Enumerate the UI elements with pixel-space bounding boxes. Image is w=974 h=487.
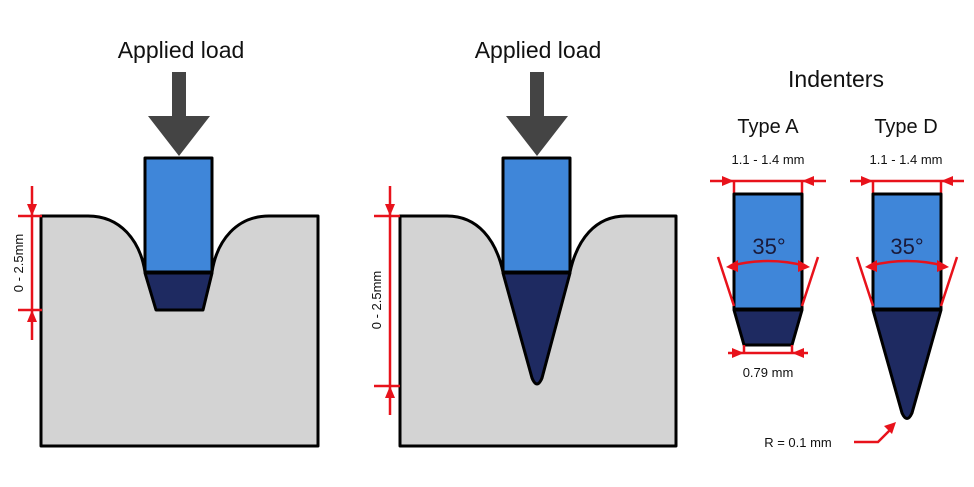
depth-label: 0 - 2.5mm [11, 234, 26, 293]
indenter-tip-truncated [732, 308, 804, 347]
type-a-label: Type A [737, 116, 799, 138]
load-arrow-icon [506, 72, 568, 156]
indenter-type-a: Type A 1.1 - 1.4 mm 35° 0.79 [710, 116, 826, 380]
indenter-body [143, 156, 214, 274]
indenter-tip-cone [501, 271, 572, 386]
type-d-label: Type D [874, 116, 937, 138]
type-d-tip-radius: R = 0.1 mm [764, 435, 832, 450]
depth-label: 0 - 2.5mm [369, 271, 384, 330]
indenter-tip-truncated [143, 271, 214, 312]
indenter-type-d: Type D 1.1 - 1.4 mm 35° R = 0.1 mm [764, 116, 964, 450]
applied-load-label: Applied load [118, 37, 245, 63]
panel-indenters: Indenters Type A 1.1 - 1.4 mm 35° [710, 66, 964, 450]
angle-label: 35° [752, 234, 785, 259]
indenter-tip-cone [871, 308, 943, 420]
indenter-body [501, 156, 572, 274]
indenter-body [732, 192, 804, 311]
panel-type-a-indentation: Applied load 0 - 2.5mm [11, 37, 320, 448]
type-a-top-width: 1.1 - 1.4 mm [732, 152, 805, 167]
type-a-tip-width: 0.79 mm [743, 365, 794, 380]
angle-label: 35° [890, 234, 923, 259]
panel-type-d-indentation: Applied load 0 - 2.5mm [369, 37, 678, 448]
indenters-title: Indenters [788, 66, 884, 92]
indenter-body [871, 192, 943, 311]
depth-dimension: 0 - 2.5mm [369, 186, 400, 415]
applied-load-label: Applied load [475, 37, 602, 63]
depth-dimension: 0 - 2.5mm [11, 186, 42, 340]
load-arrow-icon [148, 72, 210, 156]
type-d-top-width: 1.1 - 1.4 mm [870, 152, 943, 167]
